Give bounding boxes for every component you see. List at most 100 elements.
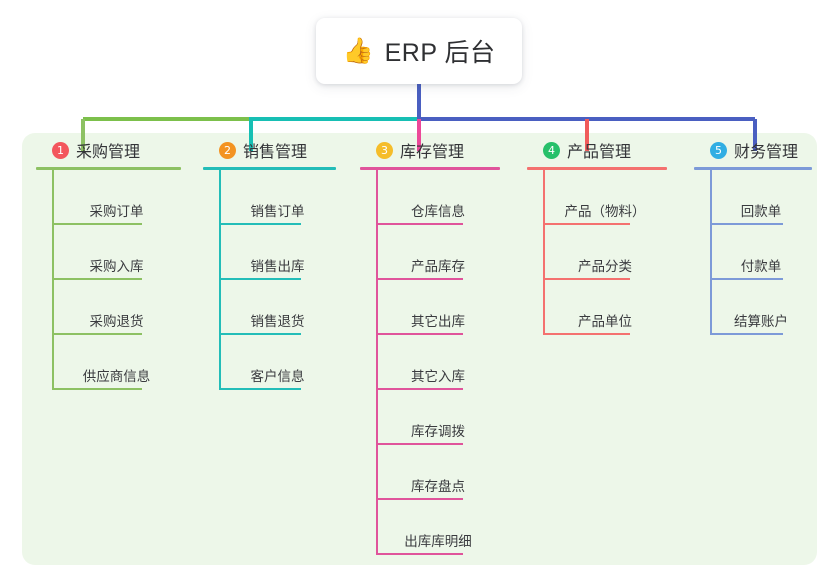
branch-spine [710, 170, 712, 335]
thumbs-up-icon: 👍 [342, 36, 374, 65]
column-header-rule [360, 167, 500, 170]
menu-item-rule [376, 278, 463, 280]
column-number-badge: 2 [219, 141, 236, 159]
menu-item-rule [543, 278, 630, 280]
column-3: 3 库存管理仓库信息产品库存其它出库其它入库库存调拨库存盘点出库库明细 [360, 133, 500, 555]
menu-item-label: 其它出库 [411, 314, 465, 329]
menu-item-rule [710, 278, 783, 280]
menu-item-label: 产品分类 [578, 259, 632, 274]
menu-item-label: 库存盘点 [411, 479, 465, 494]
branch-spine [376, 170, 378, 555]
menu-item[interactable]: 库存调拨 [376, 390, 500, 445]
column-4: 4 产品管理产品（物料） 产品分类产品单位 [527, 133, 667, 335]
menu-item-label: 仓库信息 [411, 204, 465, 219]
menu-item-label: 回款单 [740, 204, 782, 219]
menu-item-label: 库存调拨 [411, 424, 465, 439]
menu-item-rule [376, 388, 463, 390]
column-1: 1 采购管理采购订单采购入库采购退货供应商信息 [36, 133, 181, 390]
menu-item-label: 出库库明细 [404, 534, 472, 549]
menu-item-rule [219, 223, 301, 225]
branch-spine [219, 170, 221, 390]
menu-item-label: 结算账户 [734, 314, 788, 329]
column-title: 产品管理 [567, 144, 632, 161]
menu-item-rule [376, 443, 463, 445]
menu-item-label: 供应商信息 [82, 369, 151, 384]
column-branch: 回款单付款单结算账户 [694, 170, 812, 335]
column-title: 采购管理 [76, 144, 141, 161]
menu-item-label: 其它入库 [411, 369, 465, 384]
menu-item-rule [710, 223, 783, 225]
menu-item[interactable]: 产品分类 [543, 225, 667, 280]
menu-item-rule [52, 388, 142, 390]
menu-item-label: 产品（物料） [564, 204, 646, 219]
menu-item[interactable]: 回款单 [710, 170, 812, 225]
content-panel [22, 133, 817, 565]
column-number-badge: 3 [376, 141, 393, 159]
branch-spine [543, 170, 545, 335]
menu-item-rule [219, 333, 301, 335]
column-branch: 产品（物料） 产品分类产品单位 [527, 170, 667, 335]
menu-item[interactable]: 其它入库 [376, 335, 500, 390]
menu-item[interactable]: 销售出库 [219, 225, 336, 280]
menu-item[interactable]: 产品单位 [543, 280, 667, 335]
menu-item-rule [543, 333, 630, 335]
menu-item[interactable]: 付款单 [710, 225, 812, 280]
menu-item[interactable]: 出库库明细 [376, 500, 500, 555]
menu-item-rule [376, 223, 463, 225]
menu-item-label: 客户信息 [250, 369, 305, 384]
menu-item-label: 付款单 [740, 259, 782, 274]
menu-item[interactable]: 供应商信息 [52, 335, 181, 390]
menu-item[interactable]: 库存盘点 [376, 445, 500, 500]
menu-item[interactable]: 采购退货 [52, 280, 181, 335]
menu-item[interactable]: 销售订单 [219, 170, 336, 225]
menu-item-rule [52, 333, 142, 335]
menu-item-label: 销售退货 [250, 314, 305, 329]
column-container: 1 采购管理采购订单采购入库采购退货供应商信息 2 销售管理销售订单销售出库销售退货客… [22, 133, 817, 565]
menu-item-rule [219, 278, 301, 280]
menu-item-rule [52, 278, 142, 280]
menu-item[interactable]: 其它出库 [376, 280, 500, 335]
menu-item[interactable]: 产品（物料） [543, 170, 667, 225]
root-node-card[interactable]: 👍 ERP 后台 [316, 18, 522, 84]
column-branch: 采购订单采购入库采购退货供应商信息 [36, 170, 181, 390]
column-header-rule [527, 167, 667, 170]
menu-item[interactable]: 仓库信息 [376, 170, 500, 225]
menu-item[interactable]: 销售退货 [219, 280, 336, 335]
menu-item-rule [376, 333, 463, 335]
menu-item-label: 采购订单 [89, 204, 144, 219]
menu-item-rule [52, 223, 142, 225]
column-title: 财务管理 [734, 144, 799, 161]
menu-item-rule [710, 333, 783, 335]
column-header-2[interactable]: 2 销售管理 [203, 133, 336, 167]
column-header-rule [694, 167, 812, 170]
column-header-rule [36, 167, 181, 170]
menu-item[interactable]: 客户信息 [219, 335, 336, 390]
column-header-rule [203, 167, 336, 170]
column-title: 销售管理 [243, 144, 308, 161]
menu-item[interactable]: 采购入库 [52, 225, 181, 280]
menu-item[interactable]: 采购订单 [52, 170, 181, 225]
column-number-badge: 5 [710, 141, 727, 159]
column-header-3[interactable]: 3 库存管理 [360, 133, 500, 167]
column-5: 5 财务管理回款单付款单结算账户 [694, 133, 812, 335]
column-header-5[interactable]: 5 财务管理 [694, 133, 812, 167]
column-branch: 仓库信息产品库存其它出库其它入库库存调拨库存盘点出库库明细 [360, 170, 500, 555]
column-header-4[interactable]: 4 产品管理 [527, 133, 667, 167]
column-title: 库存管理 [400, 144, 465, 161]
menu-item[interactable]: 产品库存 [376, 225, 500, 280]
menu-item-rule [219, 388, 301, 390]
menu-item-rule [376, 498, 463, 500]
column-number-badge: 4 [543, 141, 560, 159]
column-2: 2 销售管理销售订单销售出库销售退货客户信息 [203, 133, 336, 390]
branch-spine [52, 170, 54, 390]
menu-item[interactable]: 结算账户 [710, 280, 812, 335]
menu-item-label: 产品库存 [411, 259, 465, 274]
menu-item-label: 销售出库 [250, 259, 305, 274]
menu-item-label: 采购入库 [89, 259, 144, 274]
menu-item-label: 产品单位 [578, 314, 632, 329]
menu-item-rule [543, 223, 630, 225]
menu-item-label: 销售订单 [250, 204, 305, 219]
column-header-1[interactable]: 1 采购管理 [36, 133, 181, 167]
column-number-badge: 1 [52, 141, 69, 159]
